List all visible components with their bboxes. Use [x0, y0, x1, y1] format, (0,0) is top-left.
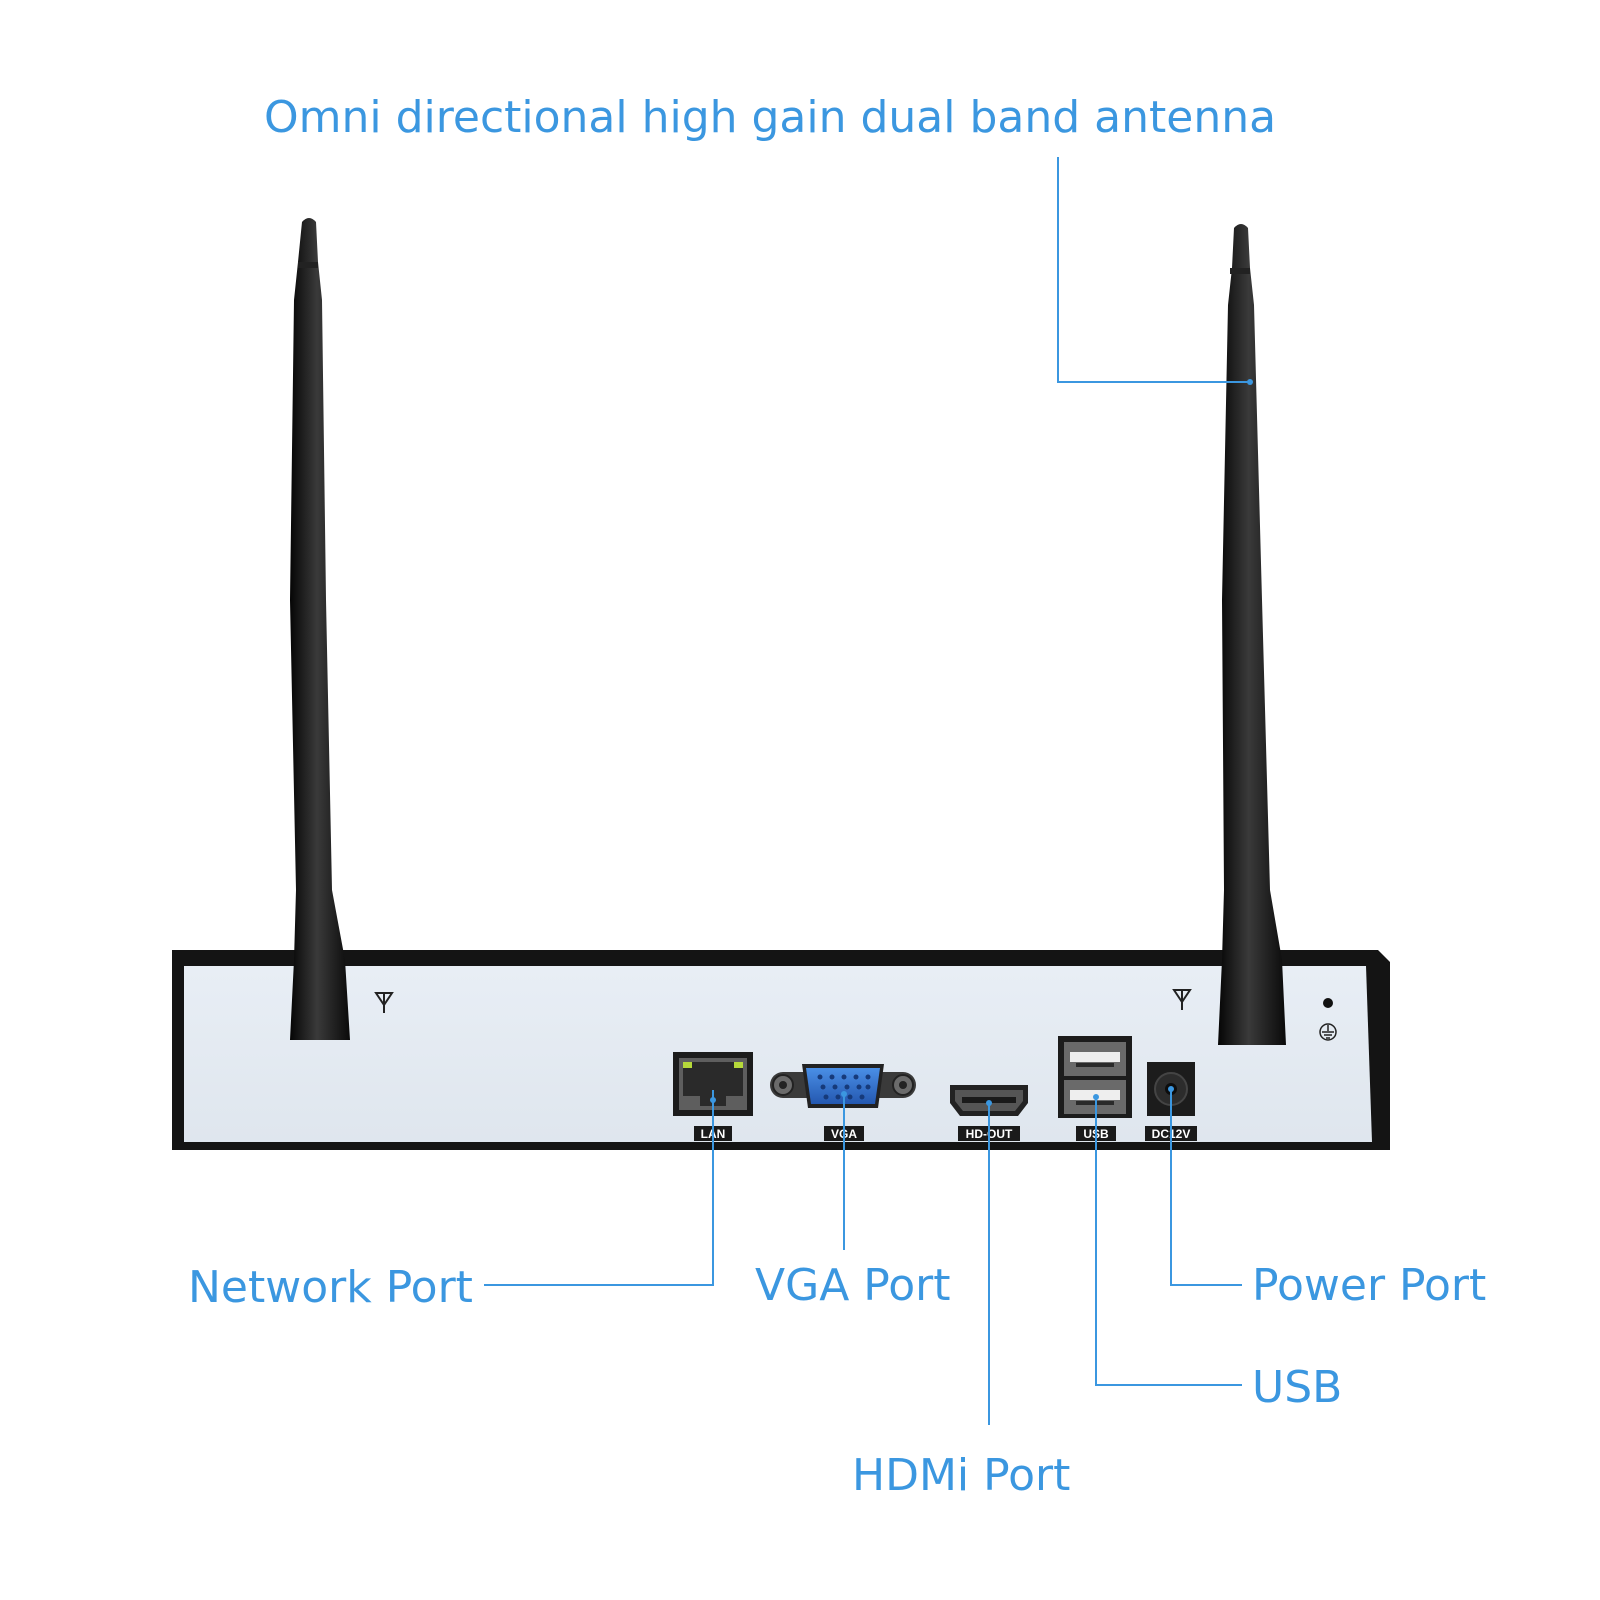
reset-hole-icon: [1323, 998, 1333, 1008]
led-icon: [734, 1062, 743, 1068]
network-leader-line: [484, 1090, 714, 1286]
vga-port-callout: VGA Port: [755, 1260, 951, 1311]
antenna-symbol-icon: [374, 992, 394, 1013]
nvr-casing: [172, 950, 1390, 1150]
usb-leader-line: [1095, 1097, 1242, 1386]
usb-callout: USB: [1252, 1362, 1342, 1413]
network-port-callout: Network Port: [188, 1262, 473, 1313]
antenna-callout: Omni directional high gain dual band ant…: [264, 92, 1276, 143]
leader-lines: [484, 157, 1253, 1425]
left-antenna: [290, 218, 350, 1040]
led-icon: [683, 1062, 692, 1068]
ground-symbol-icon: [1319, 1023, 1337, 1041]
antenna-symbol-icon: [1172, 989, 1192, 1010]
hdmi-port-callout: HDMi Port: [852, 1450, 1070, 1501]
power-port-callout: Power Port: [1252, 1260, 1486, 1311]
power-leader-line: [1170, 1089, 1242, 1286]
antenna-leader-line: [1057, 157, 1250, 383]
vga-port: VGA: [770, 1064, 916, 1141]
right-antenna: [1218, 224, 1286, 1045]
